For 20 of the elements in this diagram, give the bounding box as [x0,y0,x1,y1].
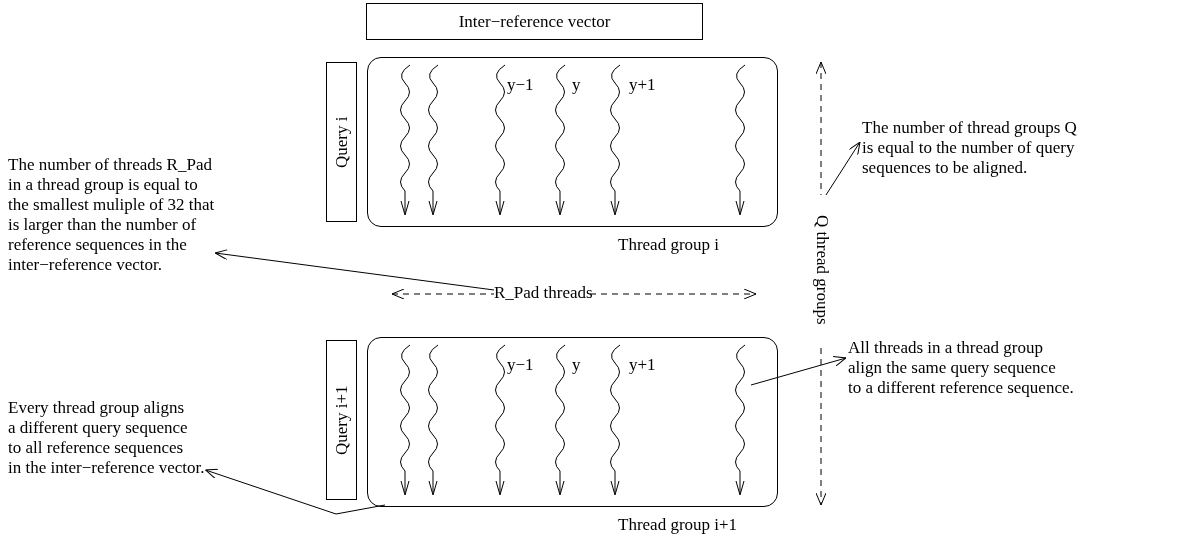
arrow [214,249,495,291]
dimension-label: Q thread groups [810,195,832,345]
annotation-text: The number of thread groups Q is equal to the number of query sequences to be aligned. [862,118,1077,178]
thread-index: y+1 [629,75,656,95]
query-box: Query i [326,62,357,222]
thread-index: y+1 [629,355,656,375]
thread-index: y−1 [507,355,534,375]
annotation-text: Every thread group aligns a different query sequence to all reference sequences in the inter−reference vector. [8,398,205,478]
thread-index: y [572,355,581,375]
thread-index: y [572,75,581,95]
annotation-text: All threads in a thread group align the same query sequence to a different reference sequence. [848,338,1074,398]
arrow [750,355,847,386]
arrow [825,141,861,196]
arrow [205,468,386,515]
vector-box: Inter−reference vector [366,3,703,40]
thread-index: y−1 [507,75,534,95]
annotation-text: The number of threads R_Pad in a thread group is equal to the smallest muliple of 32 that is larger than the number of reference sequences in the inter−reference vector. [8,155,215,275]
query-box: Query i+1 [326,340,357,500]
group-title: Thread group i [618,235,720,255]
group-title: Thread group i+1 [618,515,738,535]
